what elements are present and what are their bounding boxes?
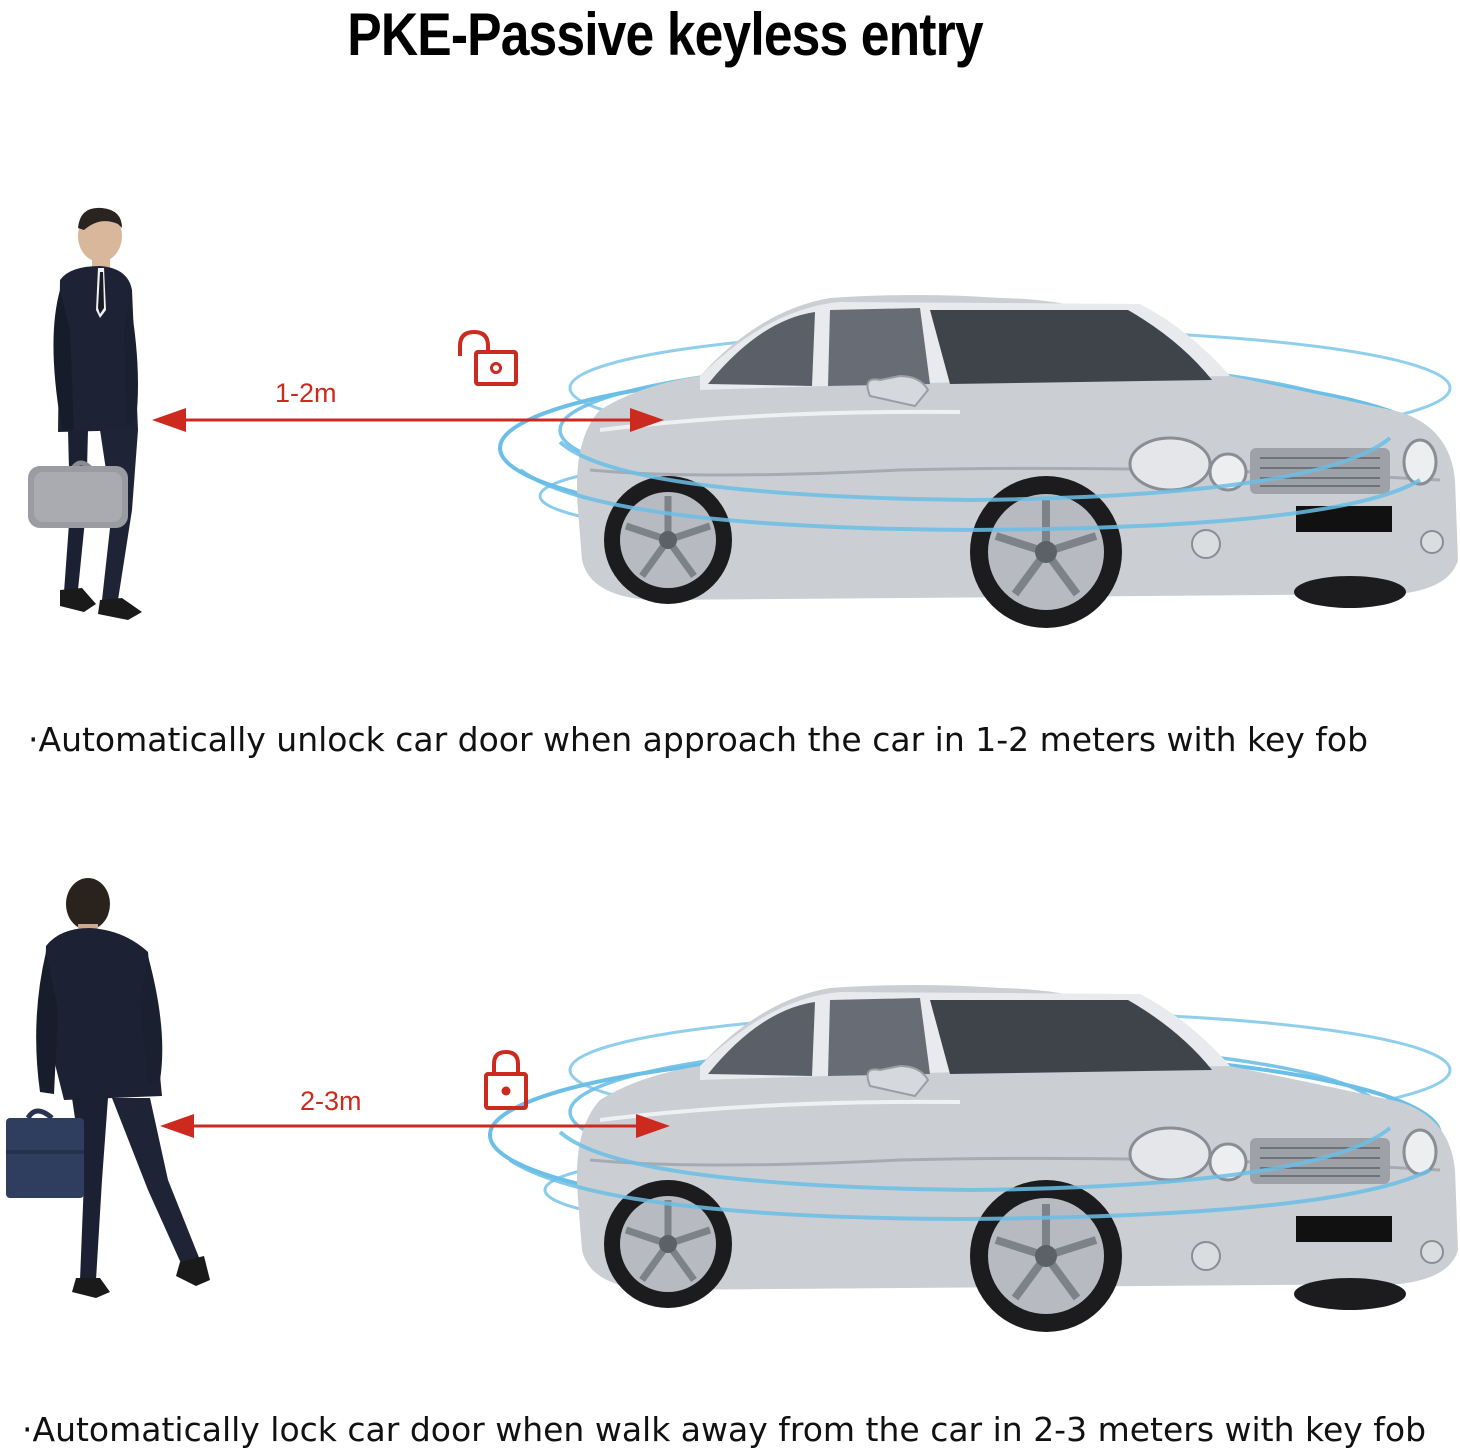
scene-unlock-artwork [28, 207, 1458, 628]
distance-label: 2-3m [300, 1086, 362, 1116]
walking-man-with-briefcase [6, 878, 210, 1298]
walking-man-with-bag [28, 207, 142, 620]
distance-arrow [160, 1114, 670, 1138]
unlocked-padlock-icon [458, 329, 518, 386]
lock-caption: ·Automatically lock car door when walk a… [22, 1410, 1427, 1449]
scene-lock: 2-3m [0, 860, 1460, 1350]
distance-arrow [152, 408, 664, 432]
distance-label: 1-2m [275, 378, 337, 408]
page-title: PKE-Passive keyless entry [347, 1, 983, 68]
scene-lock-artwork [6, 878, 1458, 1332]
locked-padlock-icon [484, 1049, 528, 1110]
unlock-caption: ·Automatically unlock car door when appr… [28, 720, 1369, 759]
scene-unlock: 1-2m [0, 180, 1460, 650]
